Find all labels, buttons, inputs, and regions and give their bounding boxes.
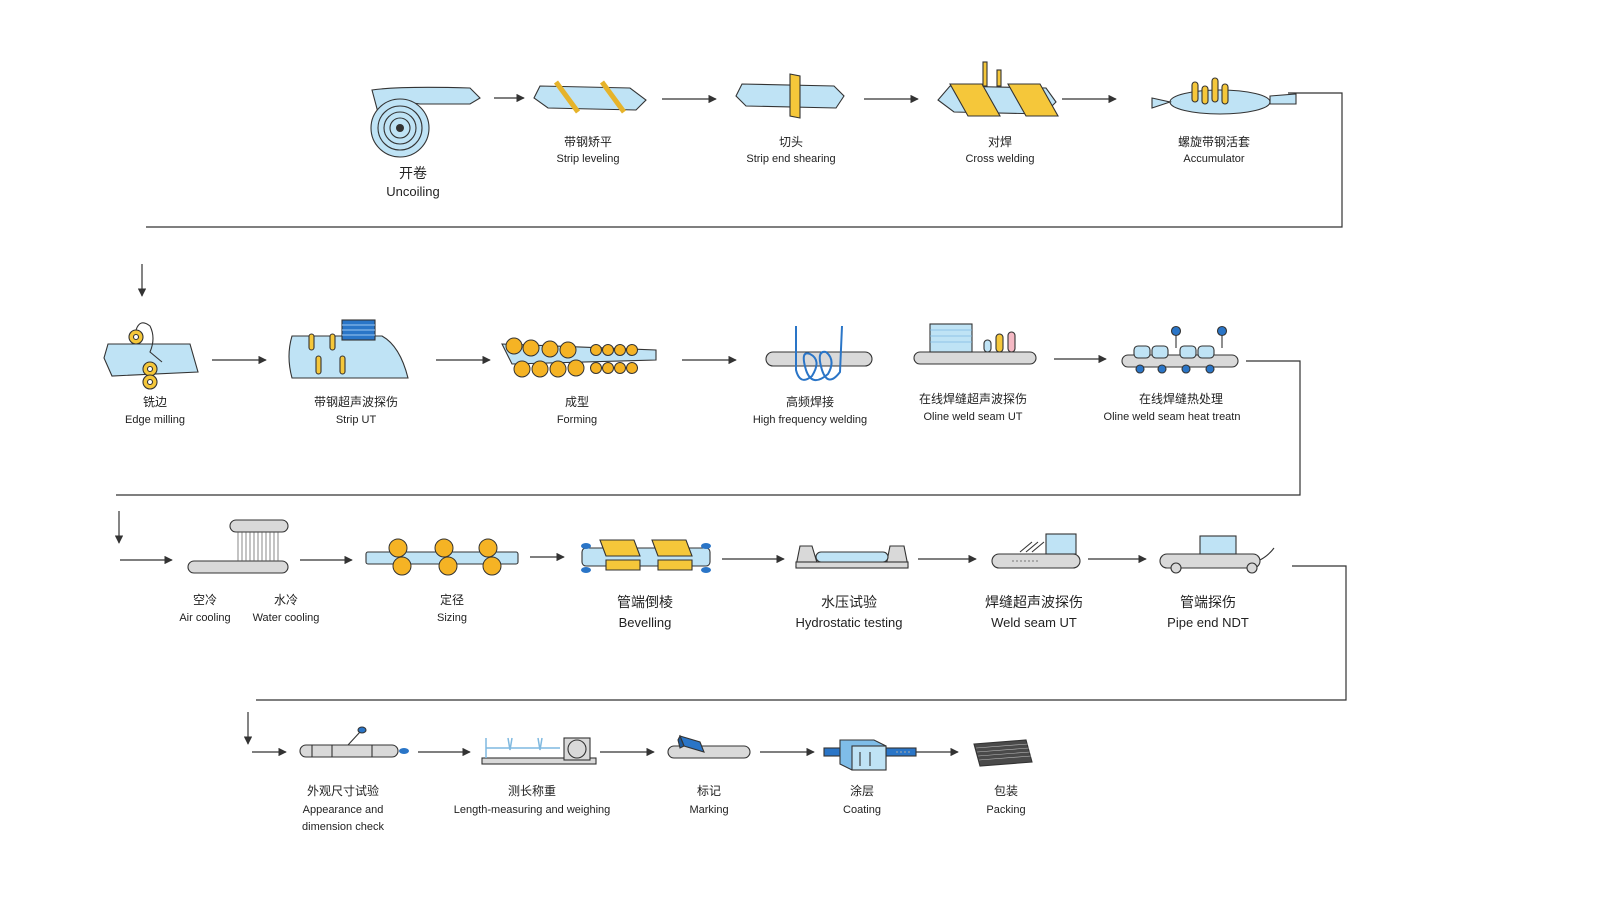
online-ut-illustration: [913, 323, 1037, 365]
pipe-end-ndt-illustration: [1159, 535, 1275, 574]
label-cn-forming: 成型: [565, 395, 589, 409]
label-en-hf-welding: High frequency welding: [753, 414, 867, 426]
forming-illustration: [501, 337, 657, 378]
marking-illustration: [667, 734, 751, 759]
label-cn-packing: 包装: [994, 784, 1018, 798]
label-cn-strip-end-shearing: 切头: [779, 135, 803, 149]
label-en-marking: Marking: [689, 804, 728, 816]
uncoiling-illustration: [370, 86, 481, 158]
cooling-illustration: [187, 519, 289, 574]
packing-illustration: [973, 739, 1033, 767]
label-cn-coating: 涂层: [850, 783, 874, 798]
label-cn-sizing: 定径: [440, 592, 464, 607]
appearance-illustration: [299, 726, 409, 758]
label-en-sizing: Sizing: [437, 612, 467, 624]
label-en-hydrostatic: Hydrostatic testing: [796, 615, 903, 630]
strip-leveling-illustration: [533, 80, 647, 114]
label-en-appearance: Appearance and: [303, 804, 384, 816]
label-en-bevelling: Bevelling: [619, 615, 672, 630]
label-cn-uncoiling: 开卷: [399, 166, 427, 182]
label-en-air-cooling: Air cooling: [179, 612, 230, 624]
accumulator-illustration: [1151, 77, 1297, 115]
label-en-edge-milling: Edge milling: [125, 414, 185, 426]
cross-welding-illustration: [937, 61, 1059, 117]
label-cn-heat-treatment: 在线焊缝热处理: [1139, 391, 1223, 406]
label-cn-cross-welding: 对焊: [988, 134, 1012, 149]
row-connector-3: [256, 565, 1347, 701]
label-en2-appearance: dimension check: [302, 821, 384, 833]
label-cn-accumulator: 螺旋带钢活套: [1178, 135, 1250, 149]
hf-welding-illustration: [765, 325, 873, 381]
bevelling-illustration: [581, 539, 711, 573]
label-cn-online-ut: 在线焊缝超声波探伤: [919, 391, 1027, 406]
label-cn-edge-milling: 铣边: [143, 395, 167, 409]
label-cn-strip-leveling: 带钢矫平: [564, 134, 612, 149]
label-cn-weld-seam-ut: 焊缝超声波探伤: [985, 595, 1083, 611]
label-en-strip-ut: Strip UT: [336, 414, 377, 426]
label-cn-pipe-end-ndt: 管端探伤: [1180, 595, 1236, 611]
label-en-online-ut: Oline weld seam UT: [923, 411, 1022, 423]
label-en-strip-leveling: Strip leveling: [557, 153, 620, 165]
label-cn-air-cooling: 空冷: [193, 593, 217, 607]
label-en-strip-end-shearing: Strip end shearing: [746, 153, 835, 165]
label-en-accumulator: Accumulator: [1183, 153, 1244, 165]
label-en-length-weighing: Length-measuring and weighing: [454, 804, 611, 816]
label-cn-length-weighing: 测长称重: [508, 784, 556, 798]
label-cn-appearance: 外观尺寸试验: [307, 783, 379, 798]
label-en-heat-treatment: Oline weld seam heat treatn: [1104, 411, 1241, 423]
strip-end-shearing-illustration: [735, 73, 845, 119]
label-cn-hf-welding: 高频焊接: [786, 394, 834, 409]
label-en-uncoiling: Uncoiling: [386, 184, 439, 199]
label-en-packing: Packing: [986, 804, 1025, 816]
row-connector-1: [146, 92, 1343, 228]
coating-illustration: [823, 739, 917, 771]
label-en-coating: Coating: [843, 804, 881, 816]
label-cn-marking: 标记: [697, 784, 721, 798]
weld-seam-ut-illustration: [991, 533, 1081, 569]
strip-ut-illustration: [288, 319, 409, 379]
sizing-illustration: [365, 538, 519, 576]
label-cn-hydrostatic: 水压试验: [821, 595, 877, 611]
label-en-weld-seam-ut: Weld seam UT: [991, 615, 1077, 630]
label-en-pipe-end-ndt: Pipe end NDT: [1167, 615, 1249, 630]
length-weighing-illustration: [481, 737, 597, 765]
heat-treatment-illustration: [1121, 325, 1239, 374]
hydrostatic-illustration: [795, 545, 909, 569]
row-connector-2: [116, 360, 1301, 496]
label-en-cross-welding: Cross welding: [965, 153, 1034, 165]
label-cn-strip-ut: 带钢超声波探伤: [314, 394, 398, 409]
label-en-forming: Forming: [557, 414, 597, 426]
label-en-water-cooling: Water cooling: [253, 612, 320, 624]
edge-milling-illustration: [103, 322, 199, 390]
label-cn-bevelling: 管端倒棱: [617, 595, 673, 611]
label-cn-water-cooling: 水冷: [274, 593, 298, 607]
